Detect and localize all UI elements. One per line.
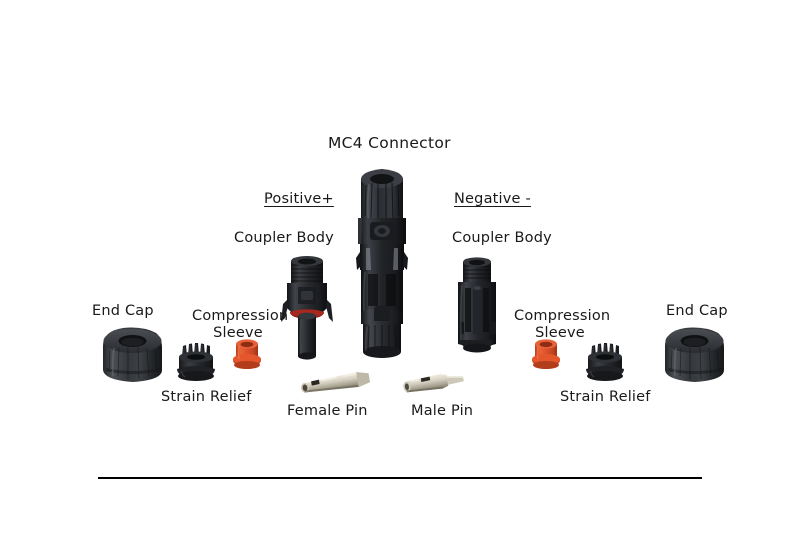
label-end-cap-right: End Cap bbox=[666, 303, 728, 319]
label-compression-sleeve-left: Compression Sleeve bbox=[192, 308, 288, 342]
part-compression-sleeve-left bbox=[232, 339, 262, 369]
label-male-pin: Male Pin bbox=[411, 403, 474, 419]
label-compression-sleeve-left-line2: Sleeve bbox=[213, 325, 263, 342]
part-compression-sleeve-right bbox=[531, 339, 561, 369]
part-coupler-body-positive bbox=[281, 256, 333, 360]
label-compression-sleeve-right-line2: Sleeve bbox=[535, 325, 585, 342]
label-strain-relief-left: Strain Relief bbox=[161, 389, 252, 405]
part-assembled-connector bbox=[356, 169, 408, 358]
part-female-pin bbox=[301, 372, 370, 393]
polarity-label-positive: Positive+ bbox=[264, 191, 334, 207]
label-end-cap-left: End Cap bbox=[92, 303, 154, 319]
label-compression-sleeve-left-line1: Compression bbox=[192, 308, 289, 324]
part-end-cap-left bbox=[103, 327, 162, 382]
label-compression-sleeve-right: Compression Sleeve bbox=[514, 308, 610, 342]
part-end-cap-right bbox=[665, 327, 724, 382]
part-coupler-body-negative bbox=[458, 257, 496, 353]
label-coupler-body-negative: Coupler Body bbox=[452, 230, 552, 246]
label-compression-sleeve-right-line1: Compression bbox=[514, 308, 611, 324]
label-coupler-body-positive: Coupler Body bbox=[234, 230, 334, 246]
part-strain-relief-left bbox=[177, 343, 215, 381]
part-male-pin bbox=[403, 373, 464, 393]
polarity-label-negative: Negative - bbox=[454, 191, 531, 207]
label-strain-relief-right: Strain Relief bbox=[560, 389, 651, 405]
page-title: MC4 Connector bbox=[328, 134, 451, 152]
label-female-pin: Female Pin bbox=[287, 403, 368, 419]
footer-divider bbox=[98, 477, 702, 479]
part-strain-relief-right bbox=[586, 343, 624, 381]
